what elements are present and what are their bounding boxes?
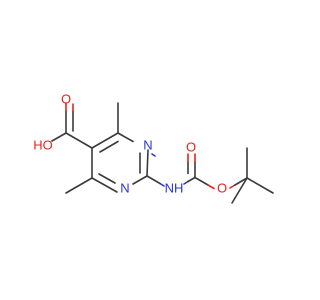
amine-nh-label: NH bbox=[165, 180, 184, 195]
bond-n3-c2 bbox=[146, 149, 149, 177]
bond-c6-methyl bbox=[65, 177, 93, 194]
bond-n3-c2-stub bbox=[151, 153, 156, 157]
carbamate-ester-oxygen-label: O bbox=[217, 180, 227, 195]
structure-canvas: O HO N N NH O O bbox=[33, 91, 274, 204]
bond-c2-nh bbox=[146, 175, 161, 185]
bond-nh-carbonyl bbox=[187, 176, 196, 183]
carbamate-carbonyl-oxygen-label: O bbox=[186, 139, 196, 154]
bond-ester-tbu bbox=[234, 177, 248, 186]
carboxyl-carbonyl-oxygen-label: O bbox=[61, 91, 71, 106]
ring-n3-label: N bbox=[143, 137, 152, 152]
bond-carbamate-ester-o bbox=[207, 184, 215, 190]
bond-c5-c4 bbox=[91, 132, 119, 149]
bond-c5-c4-double bbox=[99, 140, 119, 153]
bond-n1-c6 bbox=[91, 177, 118, 193]
bond-c2-nh-n bbox=[159, 182, 165, 187]
bond-carbamate-ester bbox=[194, 176, 209, 186]
bond-carboxyl-oh bbox=[51, 132, 67, 142]
bond-tbu-methyl-right bbox=[246, 177, 274, 194]
bond-c5-carboxyl bbox=[65, 132, 93, 149]
bond-c2-n1 bbox=[132, 175, 148, 185]
ring-n1-label: N bbox=[120, 180, 129, 195]
bond-ester-tbu-o bbox=[229, 184, 236, 189]
bond-tbu-methyl-down bbox=[231, 177, 248, 204]
bond-n1-c6-double bbox=[98, 173, 116, 184]
molecule-diagram: O HO N N NH O O bbox=[33, 91, 274, 204]
carboxyl-hydroxyl-label: HO bbox=[33, 137, 53, 152]
bond-c4-n3 bbox=[117, 132, 134, 143]
